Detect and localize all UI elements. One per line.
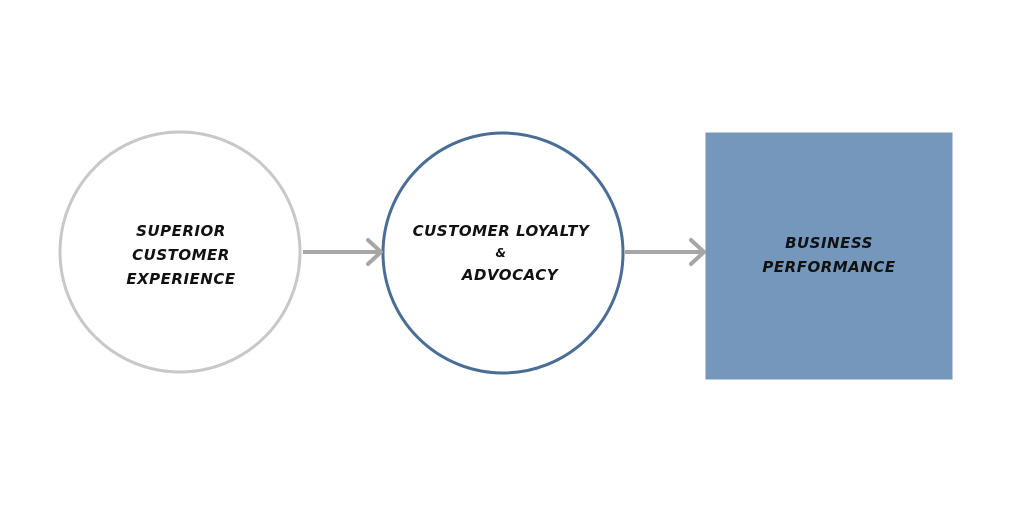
label-line: BUSINESS [785, 234, 873, 252]
label-line: CUSTOMER [132, 246, 230, 264]
arrow-head-icon [366, 238, 383, 266]
business-performance-box [705, 132, 953, 380]
label-line: & [495, 246, 507, 260]
arrow-experience-to-loyalty [303, 238, 383, 266]
customer-loyalty-advocacy-circle [381, 131, 625, 375]
customer-loyalty-advocacy-label: CUSTOMER LOYALTY & ADVOCACY [413, 219, 590, 287]
label-line: EXPERIENCE [126, 270, 236, 288]
label-line: SUPERIOR [136, 222, 226, 240]
superior-customer-experience-label: SUPERIOR CUSTOMER EXPERIENCE [126, 219, 235, 291]
label-line: CUSTOMER LOYALTY [412, 222, 590, 240]
arrow-head-icon [689, 238, 706, 266]
label-line: ADVOCACY [461, 266, 559, 284]
business-performance-label: BUSINESS PERFORMANCE [762, 231, 895, 279]
arrow-loyalty-to-performance [625, 238, 706, 266]
label-line: PERFORMANCE [762, 258, 896, 276]
superior-customer-experience-circle [58, 130, 302, 374]
